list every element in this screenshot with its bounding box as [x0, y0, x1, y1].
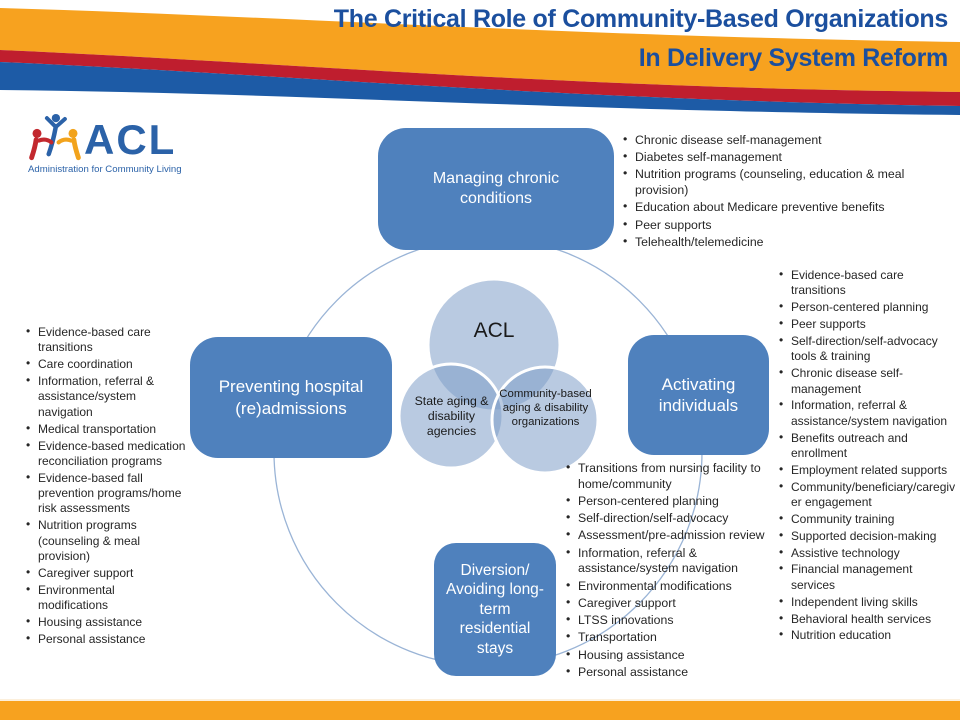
list-item: Care coordination: [25, 356, 188, 372]
list-item: Assessment/pre-admission review: [565, 527, 772, 544]
list-preventing-readmissions: Evidence-based care transitionsCare coor…: [25, 324, 188, 649]
acl-people-icon: [29, 113, 81, 161]
slide-title-line1: The Critical Role of Community-Based Org…: [333, 5, 949, 33]
list-item: Self-direction/self-advocacy: [565, 510, 772, 527]
list-item: Community training: [778, 511, 956, 527]
list-item: Evidence-based medication reconciliation…: [25, 438, 188, 470]
list-item: Environmental modifications: [565, 578, 772, 595]
list-item: Community/beneficiary/caregiver engageme…: [778, 479, 956, 511]
list-item: Environmental modifications: [25, 582, 188, 614]
list-item: Peer supports: [622, 217, 956, 234]
list-item: Information, referral & assistance/syste…: [778, 397, 956, 429]
list-item: Chronic disease self-management: [622, 132, 956, 149]
list-item: Personal assistance: [25, 631, 188, 647]
list-item: Information, referral & assistance/syste…: [565, 545, 772, 577]
header-swoosh: [0, 8, 960, 115]
list-item: Independent living skills: [778, 594, 956, 610]
list-item: Nutrition programs (counseling, educatio…: [622, 166, 956, 198]
list-item: Benefits outreach and enrollment: [778, 430, 956, 462]
box-label: Managing chronic conditions: [432, 170, 560, 207]
list-item: Person-centered planning: [778, 299, 956, 315]
box-diversion-residential-stays: Diversion/ Avoiding long-term residentia…: [434, 543, 556, 676]
list-diversion-avoiding-stays: Transitions from nursing facility to hom…: [565, 460, 772, 682]
list-managing-chronic-conditions: Chronic disease self-managementDiabetes …: [622, 132, 956, 252]
list-item: Personal assistance: [565, 664, 772, 681]
box-label: Preventing hospital (re)admissions: [218, 377, 364, 418]
venn-circle-community: [490, 365, 600, 475]
swoosh-blue-band: [0, 62, 960, 115]
list-item: Transportation: [565, 629, 772, 646]
swoosh-orange-band: [0, 8, 960, 92]
list-item: Supported decision-making: [778, 528, 956, 544]
list-item: Housing assistance: [25, 614, 188, 630]
acl-logo-row: ACL: [28, 112, 213, 162]
list-item: Self-direction/self-advocacy tools & tra…: [778, 333, 956, 365]
venn-label-state: State aging & disability agencies: [414, 394, 489, 438]
list-item: Behavioral health services: [778, 611, 956, 627]
list-item: LTSS innovations: [565, 612, 772, 629]
list-item: Telehealth/telemedicine: [622, 234, 956, 251]
list-item: Caregiver support: [25, 565, 188, 581]
box-managing-chronic-conditions: Managing chronic conditions: [378, 128, 614, 250]
list-item: Evidence-based care transitions: [778, 267, 956, 299]
list-item: Nutrition education: [778, 627, 956, 643]
slide-title-line2: In Delivery System Reform: [638, 44, 949, 72]
list-item: Evidence-based fall prevention programs/…: [25, 470, 188, 517]
list-item: Caregiver support: [565, 595, 772, 612]
box-label: Diversion/ Avoiding long-term residentia…: [446, 562, 544, 657]
list-item: Medical transportation: [25, 421, 188, 437]
venn-label-community: Community-based aging & disability organ…: [499, 388, 592, 428]
swoosh-red-band: [0, 50, 960, 106]
list-item: Assistive technology: [778, 545, 956, 561]
list-item: Employment related supports: [778, 462, 956, 478]
list-item: Evidence-based care transitions: [25, 324, 188, 356]
list-item: Diabetes self-management: [622, 149, 956, 166]
list-item: Nutrition programs (counseling & meal pr…: [25, 517, 188, 564]
box-preventing-hospital-readmissions: Preventing hospital (re)admissions: [190, 337, 392, 458]
box-activating-individuals: Activating individuals: [628, 335, 769, 455]
list-item: Peer supports: [778, 316, 956, 332]
list-item: Person-centered planning: [565, 493, 772, 510]
acl-logo-tagline: Administration for Community Living: [28, 164, 182, 175]
list-item: Housing assistance: [565, 647, 772, 664]
list-item: Financial management services: [778, 561, 956, 593]
list-item: Transitions from nursing facility to hom…: [565, 460, 772, 492]
acl-logo: ACL Administration for Community Living: [28, 112, 213, 175]
list-item: Information, referral & assistance/syste…: [25, 373, 188, 420]
list-activating-individuals: Evidence-based care transitionsPerson-ce…: [778, 267, 956, 645]
acl-logo-text: ACL: [84, 116, 177, 163]
list-item: Education about Medicare preventive bene…: [622, 199, 956, 216]
footer-bar: [0, 699, 960, 720]
venn-label-acl: ACL: [473, 319, 515, 342]
box-label: Activating individuals: [658, 374, 739, 415]
list-item: Chronic disease self-management: [778, 365, 956, 397]
